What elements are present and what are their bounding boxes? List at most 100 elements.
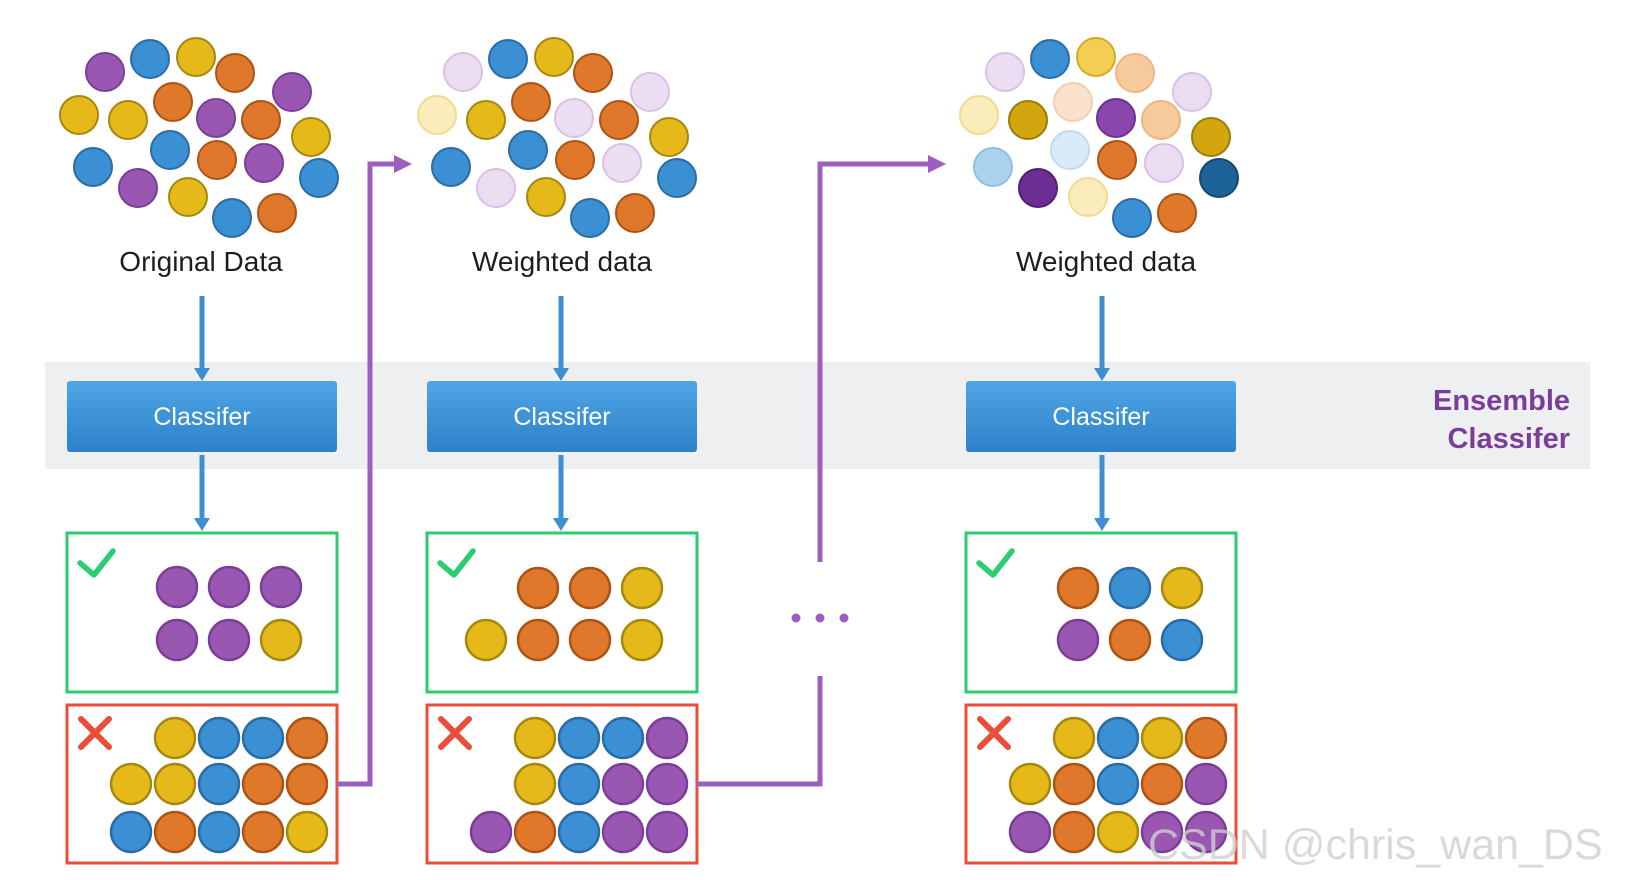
data-point-blue — [557, 716, 601, 760]
data-point-blue — [109, 810, 153, 854]
data-point-yellow — [1160, 566, 1204, 610]
data-point-blue — [1096, 762, 1140, 806]
data-cluster-2 — [417, 37, 697, 238]
data-point-purple — [1056, 618, 1100, 662]
data-point-purpleLight — [554, 98, 594, 138]
data-point-orange — [241, 810, 285, 854]
data-point-purpleLight — [602, 143, 642, 183]
data-point-yellow — [291, 117, 331, 157]
classifier-label-2: Classifer — [513, 403, 610, 431]
data-point-purple — [207, 565, 251, 609]
check-icon — [437, 548, 476, 578]
data-point-orange — [241, 762, 285, 806]
column-3: Weighted data Classifer — [959, 37, 1239, 865]
data-point-blue — [197, 810, 241, 854]
data-point-purple — [601, 810, 645, 854]
data-point-yellowLight — [1068, 177, 1108, 217]
data-cluster-1 — [59, 37, 339, 238]
data-point-yellow — [59, 95, 99, 135]
arrow-down-icon — [194, 296, 210, 381]
arrow-right-icon — [394, 155, 412, 173]
data-point-blue — [241, 716, 285, 760]
data-point-yellow — [285, 810, 329, 854]
data-point-yellow — [168, 177, 208, 217]
error-points-2 — [469, 716, 689, 854]
data-point-orange — [215, 53, 255, 93]
data-point-yellow — [1140, 716, 1184, 760]
data-point-yellow — [513, 762, 557, 806]
data-point-yellow — [620, 566, 664, 610]
data-point-orange — [615, 193, 655, 233]
data-point-blue — [508, 130, 548, 170]
correct-points-2 — [464, 566, 664, 662]
arrow-down-icon — [194, 455, 210, 531]
ensemble-label-line1: Ensemble — [1433, 385, 1570, 417]
data-point-orange — [568, 566, 612, 610]
data-point-orangeLight — [1141, 100, 1181, 140]
data-point-orange — [555, 140, 595, 180]
correct-box-2 — [425, 531, 699, 694]
data-point-yellow — [176, 37, 216, 77]
data-point-blue — [197, 762, 241, 806]
data-point-orange — [1097, 140, 1137, 180]
x-icon — [438, 716, 472, 750]
classifier-label-3: Classifer — [1052, 403, 1149, 431]
data-point-yellow — [649, 117, 689, 157]
ensemble-label-line2: Classifer — [1447, 423, 1570, 455]
data-point-purpleLight — [630, 72, 670, 112]
data-point-yellow — [526, 177, 566, 217]
check-icon — [976, 548, 1015, 578]
data-point-purple — [259, 565, 303, 609]
data-point-orange — [153, 810, 197, 854]
data-point-yellowLight — [959, 95, 999, 135]
data-point-yellowDark — [1191, 117, 1231, 157]
data-point-purpleLight — [1144, 143, 1184, 183]
correct-box-1 — [65, 531, 339, 694]
arrow-down-icon — [1094, 296, 1110, 381]
data-point-blue — [150, 130, 190, 170]
data-point-orange — [257, 193, 297, 233]
data-point-yellowMid — [1076, 37, 1116, 77]
data-point-orange — [1108, 618, 1152, 662]
data-point-orange — [241, 100, 281, 140]
data-point-blue — [1160, 618, 1204, 662]
data-point-purple — [645, 716, 689, 760]
data-point-purple — [1008, 810, 1052, 854]
data-point-blue — [1096, 716, 1140, 760]
watermark: CSDN @chris_wan_DS — [1148, 821, 1603, 869]
check-icon — [77, 548, 116, 578]
data-point-purple — [645, 762, 689, 806]
column-1: Original Data Classifer — [59, 37, 339, 865]
data-point-yellow — [1008, 762, 1052, 806]
data-point-yellow — [1052, 716, 1096, 760]
data-point-yellow — [153, 762, 197, 806]
data-point-yellow — [108, 100, 148, 140]
data-point-yellow — [620, 618, 664, 662]
data-point-purple — [155, 618, 199, 662]
data-point-orange — [1184, 716, 1228, 760]
data-point-yellow — [259, 618, 303, 662]
arrow-right-icon — [928, 155, 946, 173]
x-icon — [78, 716, 112, 750]
connector-iteration-2to3 — [697, 155, 946, 787]
data-point-orange — [153, 82, 193, 122]
data-label-1: Original Data — [119, 246, 283, 277]
data-point-orange — [568, 618, 612, 662]
data-point-yellowLight — [417, 95, 457, 135]
data-point-yellow — [466, 100, 506, 140]
data-point-blue — [1030, 39, 1070, 79]
data-point-purpleStrong — [1096, 98, 1136, 138]
classifier-box-3 — [966, 381, 1236, 452]
data-point-orange — [516, 566, 560, 610]
data-point-purple — [1184, 762, 1228, 806]
data-point-purple — [1184, 810, 1228, 854]
data-point-purple — [469, 810, 513, 854]
data-point-purple — [601, 762, 645, 806]
data-point-purpleLight — [985, 52, 1025, 92]
data-point-purpleLight — [476, 168, 516, 208]
data-point-yellow — [513, 716, 557, 760]
data-cluster-3 — [959, 37, 1239, 238]
arrow-down-icon — [1094, 455, 1110, 531]
